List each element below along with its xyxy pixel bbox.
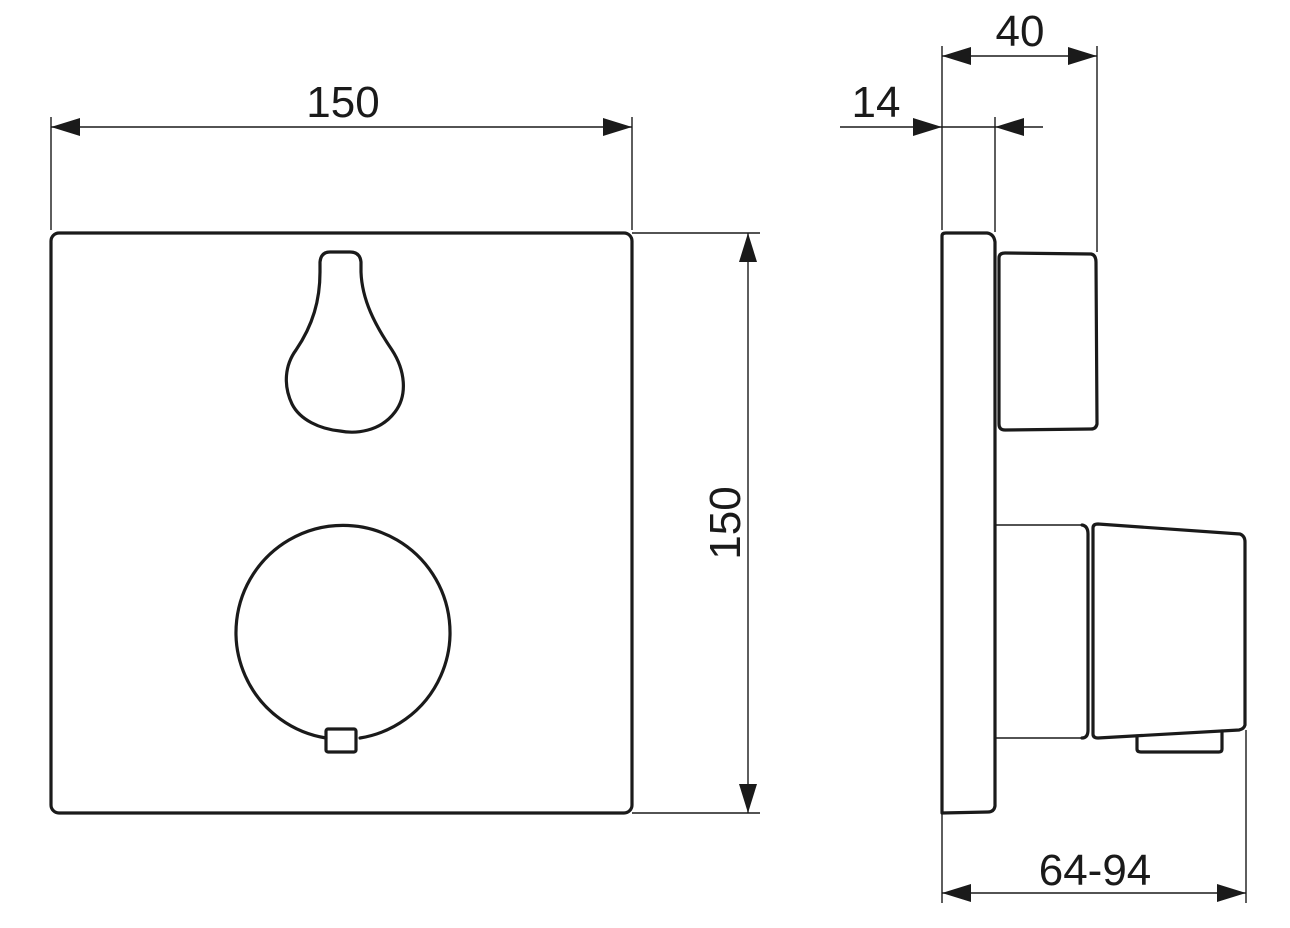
- side-plate-outline: [940, 231, 997, 815]
- front-view: 150 150: [49, 78, 760, 815]
- arrow-right-icon: [1068, 47, 1097, 65]
- arrow-right-icon: [1217, 884, 1246, 902]
- round-thermostat-knob: [234, 523, 452, 740]
- plate-thickness-label: 14: [852, 78, 901, 127]
- side-view: 40 14 64-94: [840, 7, 1247, 903]
- drop-shaped-handle: [284, 250, 405, 434]
- knob-indicator-tab: [1135, 729, 1224, 754]
- arrow-down-icon: [739, 784, 757, 813]
- arrow-left-icon: [51, 118, 80, 136]
- arrow-right-icon: [603, 118, 632, 136]
- height-label: 150: [701, 486, 750, 559]
- upper-handle-side: [997, 251, 1099, 432]
- arrow-left-icon: [995, 118, 1024, 136]
- arrow-left-icon: [942, 47, 971, 65]
- knob-indicator-marker: [324, 727, 358, 754]
- arrow-left-icon: [942, 884, 971, 902]
- cover-plate-outline: [49, 231, 634, 815]
- lower-knob-side: [1091, 522, 1247, 740]
- depth-total-label: 40: [996, 7, 1045, 56]
- sleeve-end: [1080, 523, 1090, 740]
- arrow-up-icon: [739, 233, 757, 262]
- width-label: 150: [306, 78, 379, 127]
- handle-depth-range-label: 64-94: [1039, 846, 1152, 895]
- arrow-right-icon: [913, 118, 942, 136]
